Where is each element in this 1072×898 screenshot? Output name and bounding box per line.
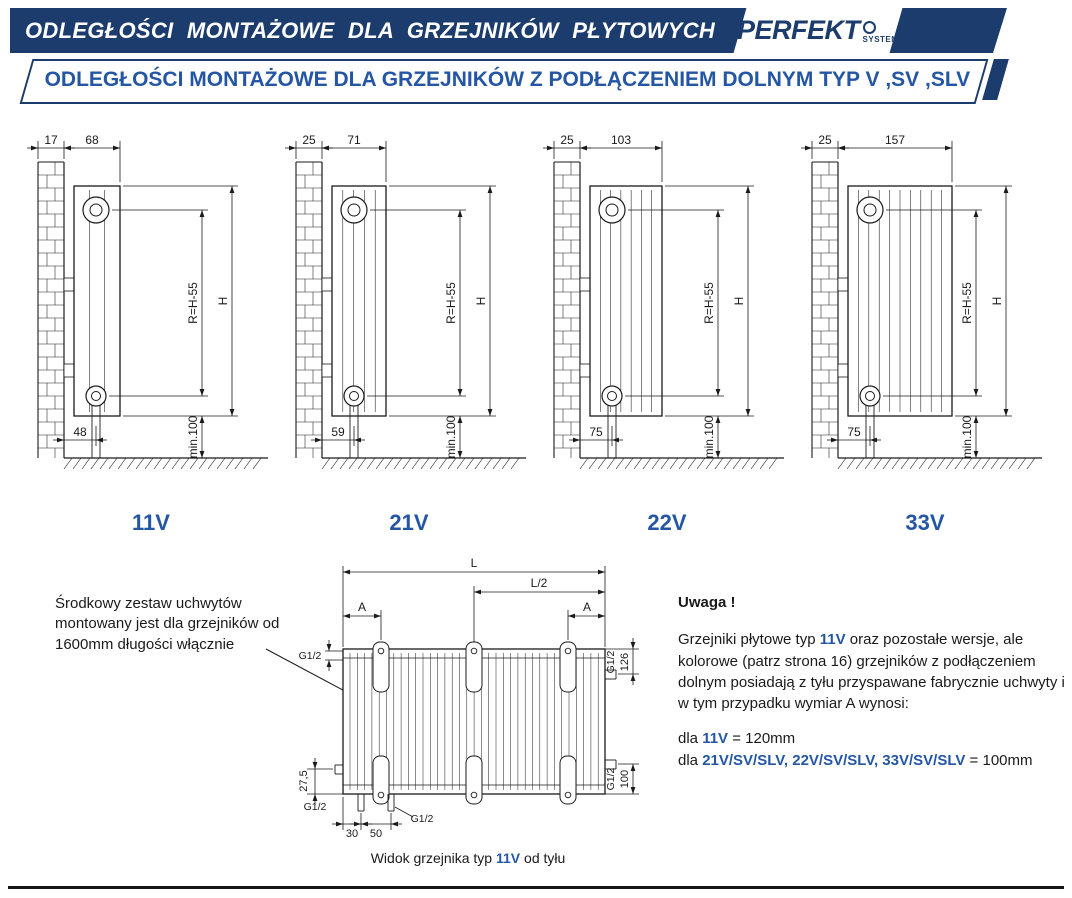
- svg-text:48: 48: [73, 425, 87, 439]
- note-right-p1-type: 11V: [819, 631, 846, 649]
- rear-dim-126: 126: [619, 653, 631, 671]
- svg-text:68: 68: [85, 133, 99, 147]
- svg-text:103: 103: [611, 133, 631, 147]
- rear-dim-a-right: A: [583, 600, 591, 614]
- diagram-21v-drawing: 25 71R=H-55 H 59 min.100: [285, 133, 526, 470]
- section-header: ODLEGŁOŚCI MONTAŻOWE DLA GRZEJNIKÓW Z PO…: [19, 59, 989, 104]
- rear-view-drawing: L L/2 A A G1/2 G1/2 126 27,5 G1/2 G1/2 1…: [298, 556, 639, 840]
- rear-dim-50: 50: [370, 828, 382, 840]
- bottom-section: Środkowy zestaw uchwytów montowany jest …: [0, 552, 1072, 886]
- svg-text:R=H-55: R=H-55: [444, 282, 458, 324]
- type-label-33v: 33V: [905, 510, 945, 535]
- rear-g12-pipes: G1/2: [411, 813, 434, 825]
- svg-text:25: 25: [302, 133, 316, 147]
- svg-text:R=H-55: R=H-55: [186, 282, 200, 324]
- rear-dim-l: L: [471, 556, 478, 570]
- svg-text:min.100: min.100: [444, 415, 458, 458]
- type-label-21v: 21V: [389, 510, 429, 535]
- svg-text:71: 71: [347, 133, 361, 147]
- rear-g12-bottom-right: G1/2: [605, 767, 617, 790]
- rear-dim-275: 27,5: [298, 770, 310, 791]
- note-right-title: Uwaga !: [678, 594, 736, 611]
- svg-text:H: H: [474, 297, 488, 306]
- rear-view: L L/2 A A G1/2 G1/2 126 27,5 G1/2 G1/2 1…: [283, 554, 653, 866]
- page-title: ODLEGŁOŚCI MONTAŻOWE DLA GRZEJNIKÓW PŁYT…: [25, 18, 716, 43]
- note-right-l2-a: dla: [678, 730, 703, 748]
- rear-dim-30: 30: [346, 828, 358, 840]
- svg-text:157: 157: [885, 133, 905, 147]
- rear-dim-l2: L/2: [531, 576, 548, 590]
- note-right-line-other: dla 21V/SV/SLV, 22V/SV/SLV, 33V/SV/SLV =…: [678, 750, 1066, 771]
- svg-text:59: 59: [331, 425, 345, 439]
- svg-text:min.100: min.100: [960, 415, 974, 458]
- note-right-l3-c: = 100mm: [965, 751, 1033, 769]
- note-left: Środkowy zestaw uchwytów montowany jest …: [55, 595, 280, 653]
- svg-text:min.100: min.100: [702, 415, 716, 458]
- svg-text:R=H-55: R=H-55: [960, 282, 974, 324]
- brand-ring-icon: [862, 21, 876, 34]
- note-right-l3-types: 21V/SV/SLV, 22V/SV/SLV, 33V/SV/SLV: [702, 751, 966, 769]
- rear-caption-suffix: od tyłu: [520, 850, 566, 866]
- svg-text:75: 75: [589, 425, 603, 439]
- brand-logo-right: SYSTEM: [862, 21, 899, 44]
- brand-logo: PERFEKT SYSTEM: [733, 8, 903, 53]
- brand-name: PERFEKT: [737, 15, 860, 45]
- rear-dim-100: 100: [619, 770, 631, 788]
- rear-caption-type: 11V: [496, 850, 521, 866]
- svg-text:H: H: [216, 297, 230, 306]
- rear-dim-a-left: A: [358, 600, 366, 614]
- note-right-p1-c: oraz pozostałe wersje, ale kolorowe (pat…: [678, 631, 1065, 713]
- diagram-11v-drawing: 17 68R=H-55 H 48 min.100: [27, 133, 268, 470]
- note-right-p1-a: Grzejniki płytowe typ: [678, 631, 820, 649]
- top-banner: ODLEGŁOŚCI MONTAŻOWE DLA GRZEJNIKÓW PŁYT…: [10, 8, 1007, 53]
- brand-logo-content: PERFEKT SYSTEM: [737, 15, 898, 46]
- section-header-title: ODLEGŁOŚCI MONTAŻOWE DLA GRZEJNIKÓW Z PO…: [44, 68, 971, 91]
- svg-text:R=H-55: R=H-55: [702, 282, 716, 324]
- footer-rule: [8, 886, 1064, 889]
- note-right-paragraph: Grzejniki płytowe typ 11V oraz pozostałe…: [678, 629, 1066, 714]
- type-label-22v: 22V: [647, 510, 687, 535]
- svg-text:17: 17: [44, 133, 58, 147]
- svg-text:H: H: [732, 297, 746, 306]
- svg-text:H: H: [990, 297, 1004, 306]
- svg-text:25: 25: [818, 133, 832, 147]
- note-right-l2-type: 11V: [702, 730, 729, 748]
- rear-caption-prefix: Widok grzejnika typ: [370, 850, 496, 866]
- rear-g12-bottom-left: G1/2: [304, 801, 327, 813]
- svg-text:25: 25: [560, 133, 574, 147]
- note-right-l2-c: = 120mm: [728, 730, 796, 748]
- rear-g12-top-right: G1/2: [605, 650, 617, 673]
- brand-subtitle: SYSTEM: [862, 35, 899, 44]
- rear-caption: Widok grzejnika typ 11V od tyłu: [283, 850, 653, 866]
- note-right: Uwaga ! Grzejniki płytowe typ 11V oraz p…: [678, 592, 1066, 771]
- rear-g12-top-left: G1/2: [299, 650, 322, 662]
- svg-text:75: 75: [847, 425, 861, 439]
- note-right-line-11v: dla 11V = 120mm: [678, 728, 1066, 749]
- note-right-l3-a: dla: [678, 751, 703, 769]
- type-label-11v: 11V: [132, 510, 170, 535]
- svg-text:min.100: min.100: [186, 415, 200, 458]
